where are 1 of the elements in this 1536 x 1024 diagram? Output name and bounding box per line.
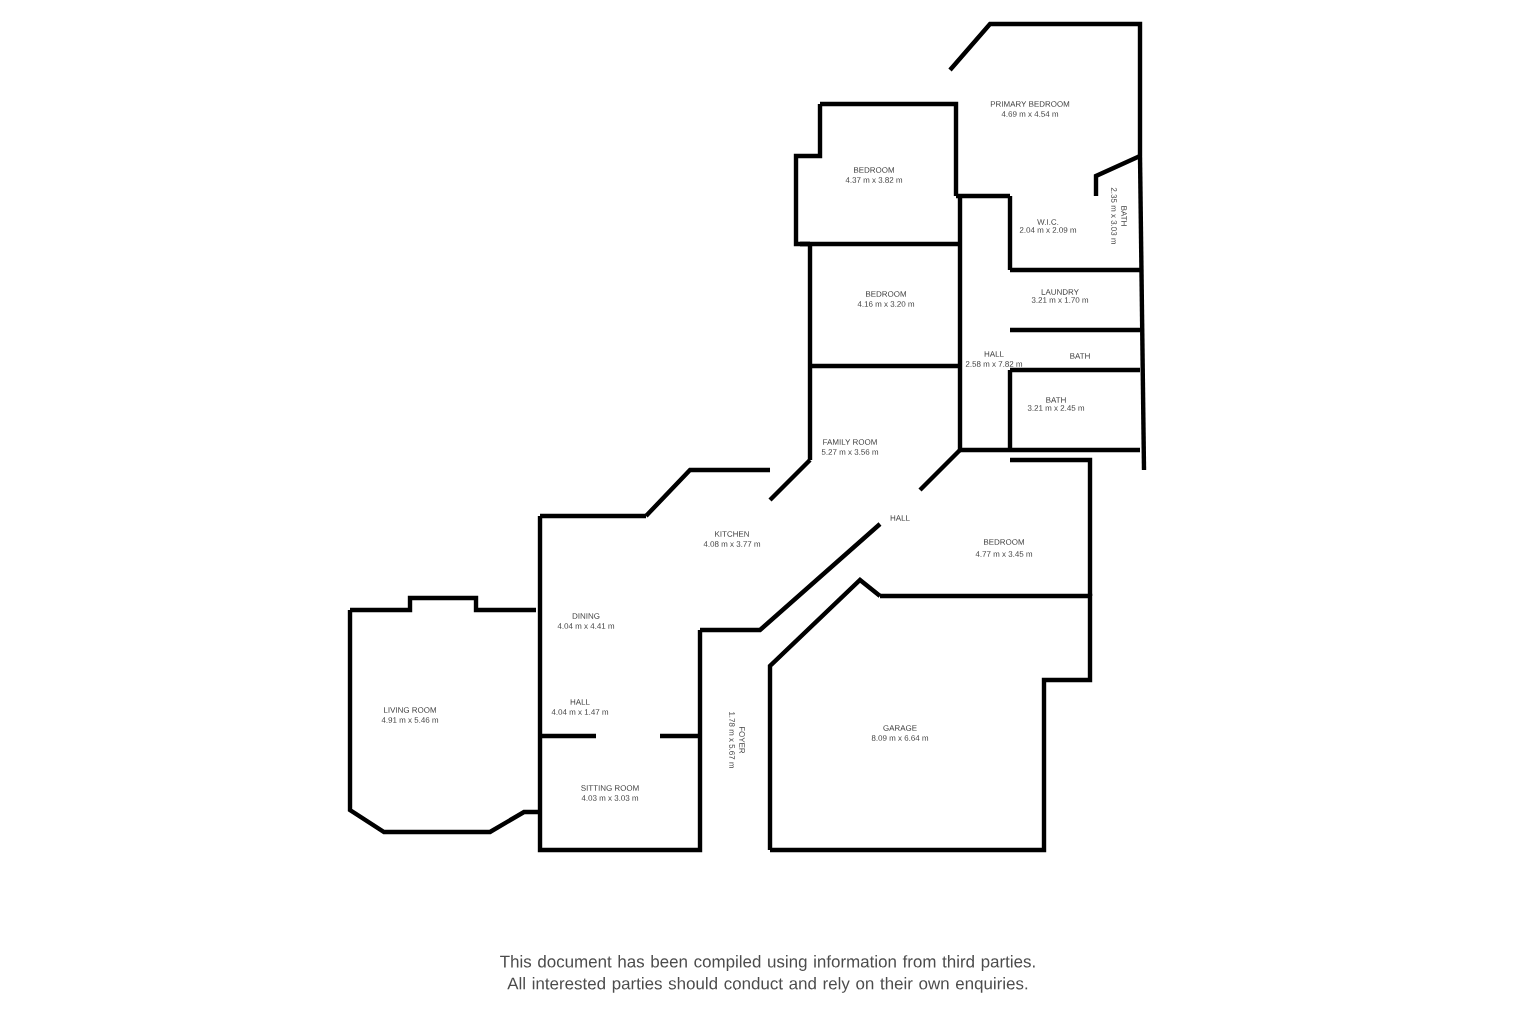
disclaimer-text: This document has been compiled using information from third parties. All interested parties should conduct and rely on their own enquiries. (500, 955, 1035, 993)
